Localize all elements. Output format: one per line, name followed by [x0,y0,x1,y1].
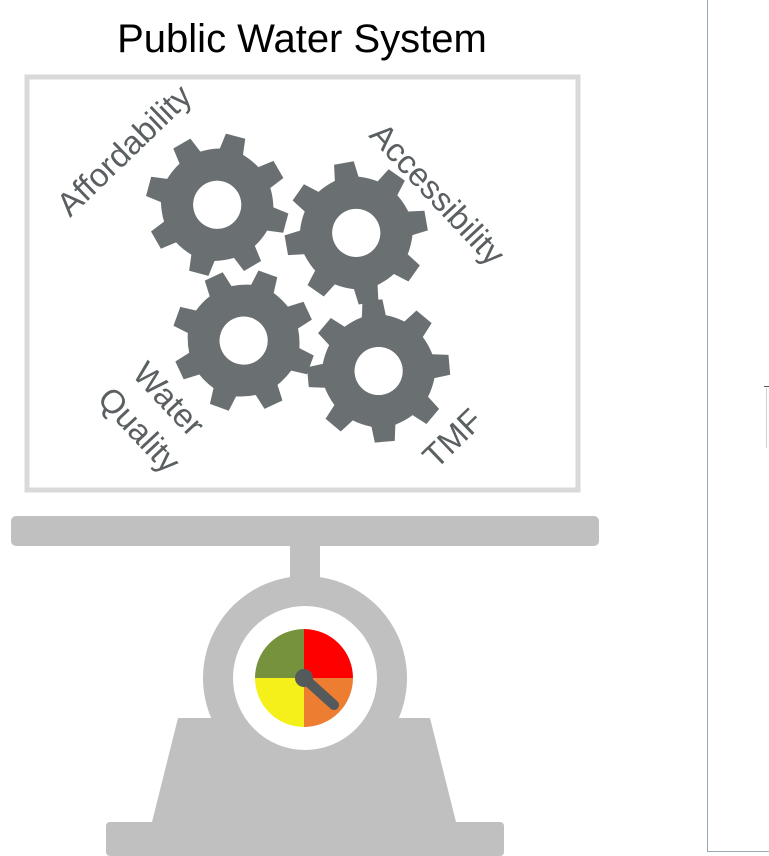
side-tick-line [766,388,767,448]
system-frame [24,74,581,493]
side-tick [764,386,769,387]
diagram-title: Public Water System [117,17,487,61]
side-border [707,0,708,852]
gear-icon [301,294,456,448]
side-border-bottom [707,851,769,852]
gauge-icon [255,629,353,727]
